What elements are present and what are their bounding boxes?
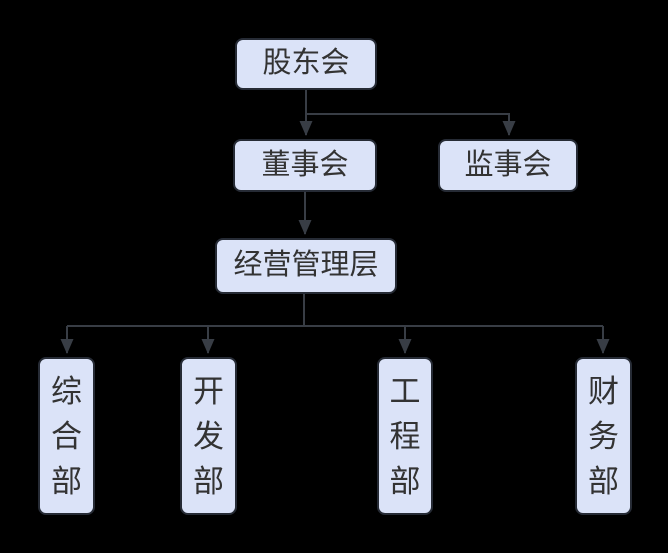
node-finance-dept[interactable]: 财务部	[575, 357, 632, 515]
node-finance-dept-label: 财务部	[588, 373, 619, 499]
node-board-of-directors[interactable]: 董事会	[233, 139, 377, 192]
node-general-affairs-dept-label: 综合部	[51, 373, 82, 499]
node-engineering-dept-label: 工程部	[389, 373, 421, 499]
node-management-level[interactable]: 经营管理层	[215, 238, 397, 294]
node-development-dept-label: 开发部	[193, 373, 224, 499]
node-supervisory-board[interactable]: 监事会	[438, 139, 578, 192]
node-management-level-label: 经营管理层	[233, 249, 379, 282]
node-shareholders-meeting-label: 股东会	[262, 47, 350, 80]
node-shareholders-meeting[interactable]: 股东会	[235, 38, 377, 90]
node-general-affairs-dept[interactable]: 综合部	[38, 357, 95, 515]
node-supervisory-board-label: 监事会	[464, 148, 552, 181]
edge-shareholders-to-supervisory	[306, 113, 516, 136]
node-development-dept[interactable]: 开发部	[180, 357, 237, 515]
node-engineering-dept[interactable]: 工程部	[377, 357, 433, 515]
node-board-of-directors-label: 董事会	[261, 148, 349, 181]
